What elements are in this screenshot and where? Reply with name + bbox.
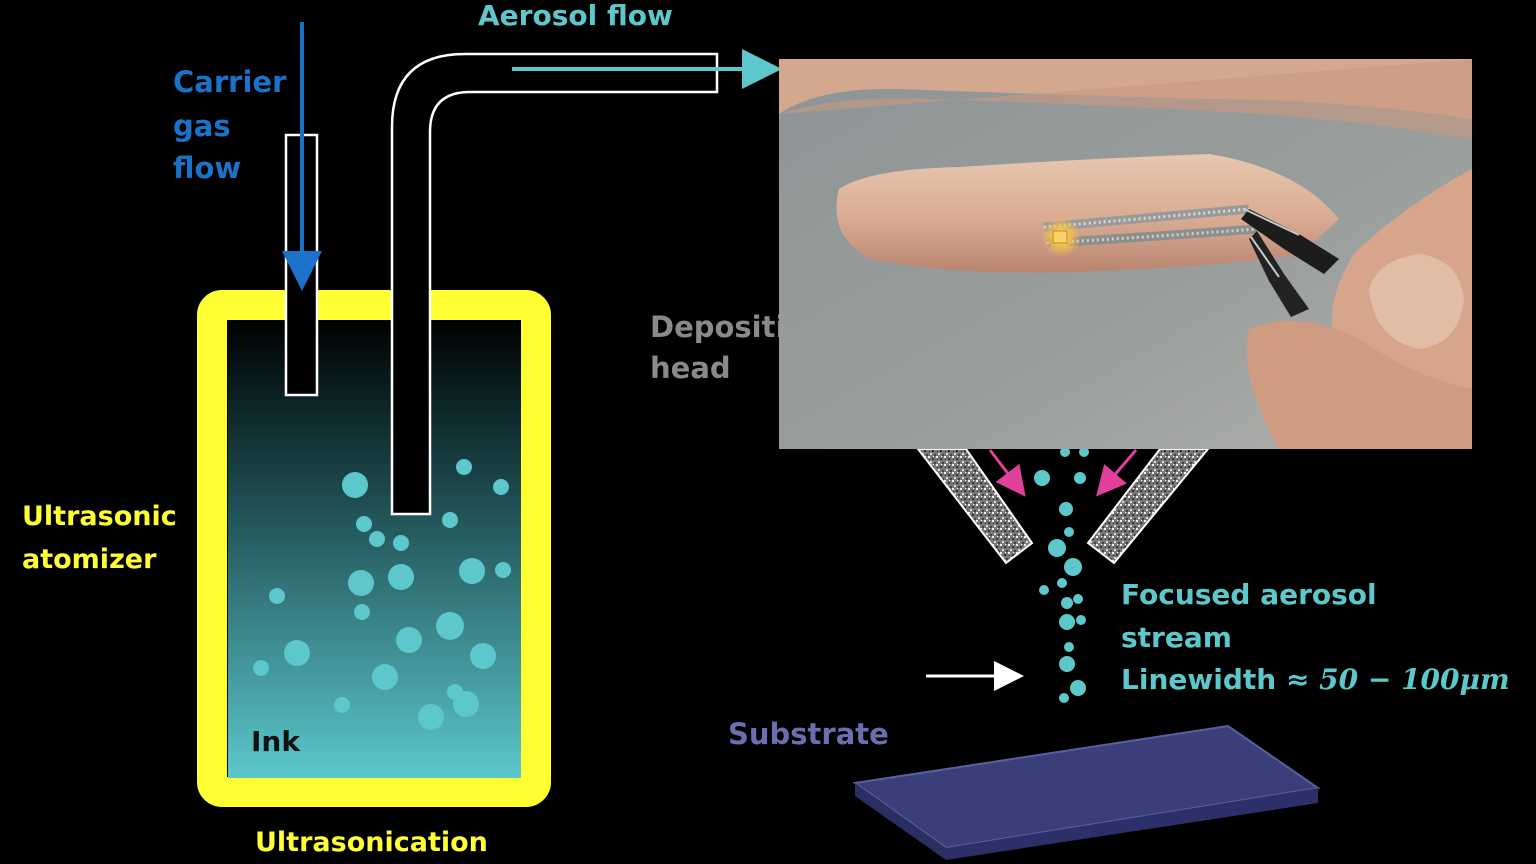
linewidth-value: 50 − 100μm	[1319, 663, 1510, 696]
finger-shape	[836, 154, 1339, 273]
focused-stream-droplets	[1034, 447, 1089, 703]
probe-clips	[1241, 208, 1339, 317]
ink-label: Ink	[251, 725, 300, 758]
deposition-nozzle	[915, 448, 1211, 565]
substrate-label: Substrate	[728, 717, 889, 751]
focused-stream-label-line2: stream	[1121, 621, 1232, 654]
aerosol-outlet-tube	[390, 52, 719, 516]
ultrasonication-label: Ultrasonication	[255, 827, 488, 858]
focused-stream-label-line1: Focused aerosol	[1121, 578, 1377, 611]
aerosol-droplets	[253, 459, 511, 730]
finger-photo-illustration	[779, 59, 1472, 449]
deposition-head-label-line1: Depositi	[650, 310, 786, 344]
deposition-head-label-line2: head	[650, 351, 731, 385]
aerosol-flow-label: Aerosol flow	[478, 0, 673, 32]
thumbnail	[1369, 254, 1464, 349]
inset-photo-finger-circuit	[779, 59, 1472, 449]
carrier-gas-flow-label-line2: gas	[173, 109, 231, 143]
ultrasonic-atomizer-vessel	[197, 290, 551, 807]
carrier-gas-flow-label-line3: flow	[173, 151, 242, 185]
ultrasonic-atomizer-label-line2: atomizer	[22, 544, 157, 575]
linewidth-label: Linewidth ≈ 50 − 100μm	[1121, 662, 1510, 697]
substrate-plate	[852, 724, 1321, 860]
sheath-gas-arrow-left	[988, 449, 1026, 497]
linewidth-text: Linewidth ≈	[1121, 663, 1320, 696]
ultrasonic-atomizer-label-line1: Ultrasonic	[22, 501, 177, 532]
carrier-gas-flow-label-line1: Carrier	[173, 65, 287, 99]
sheath-gas-arrow-right	[1096, 449, 1138, 497]
lower-finger-shape	[1247, 321, 1472, 449]
